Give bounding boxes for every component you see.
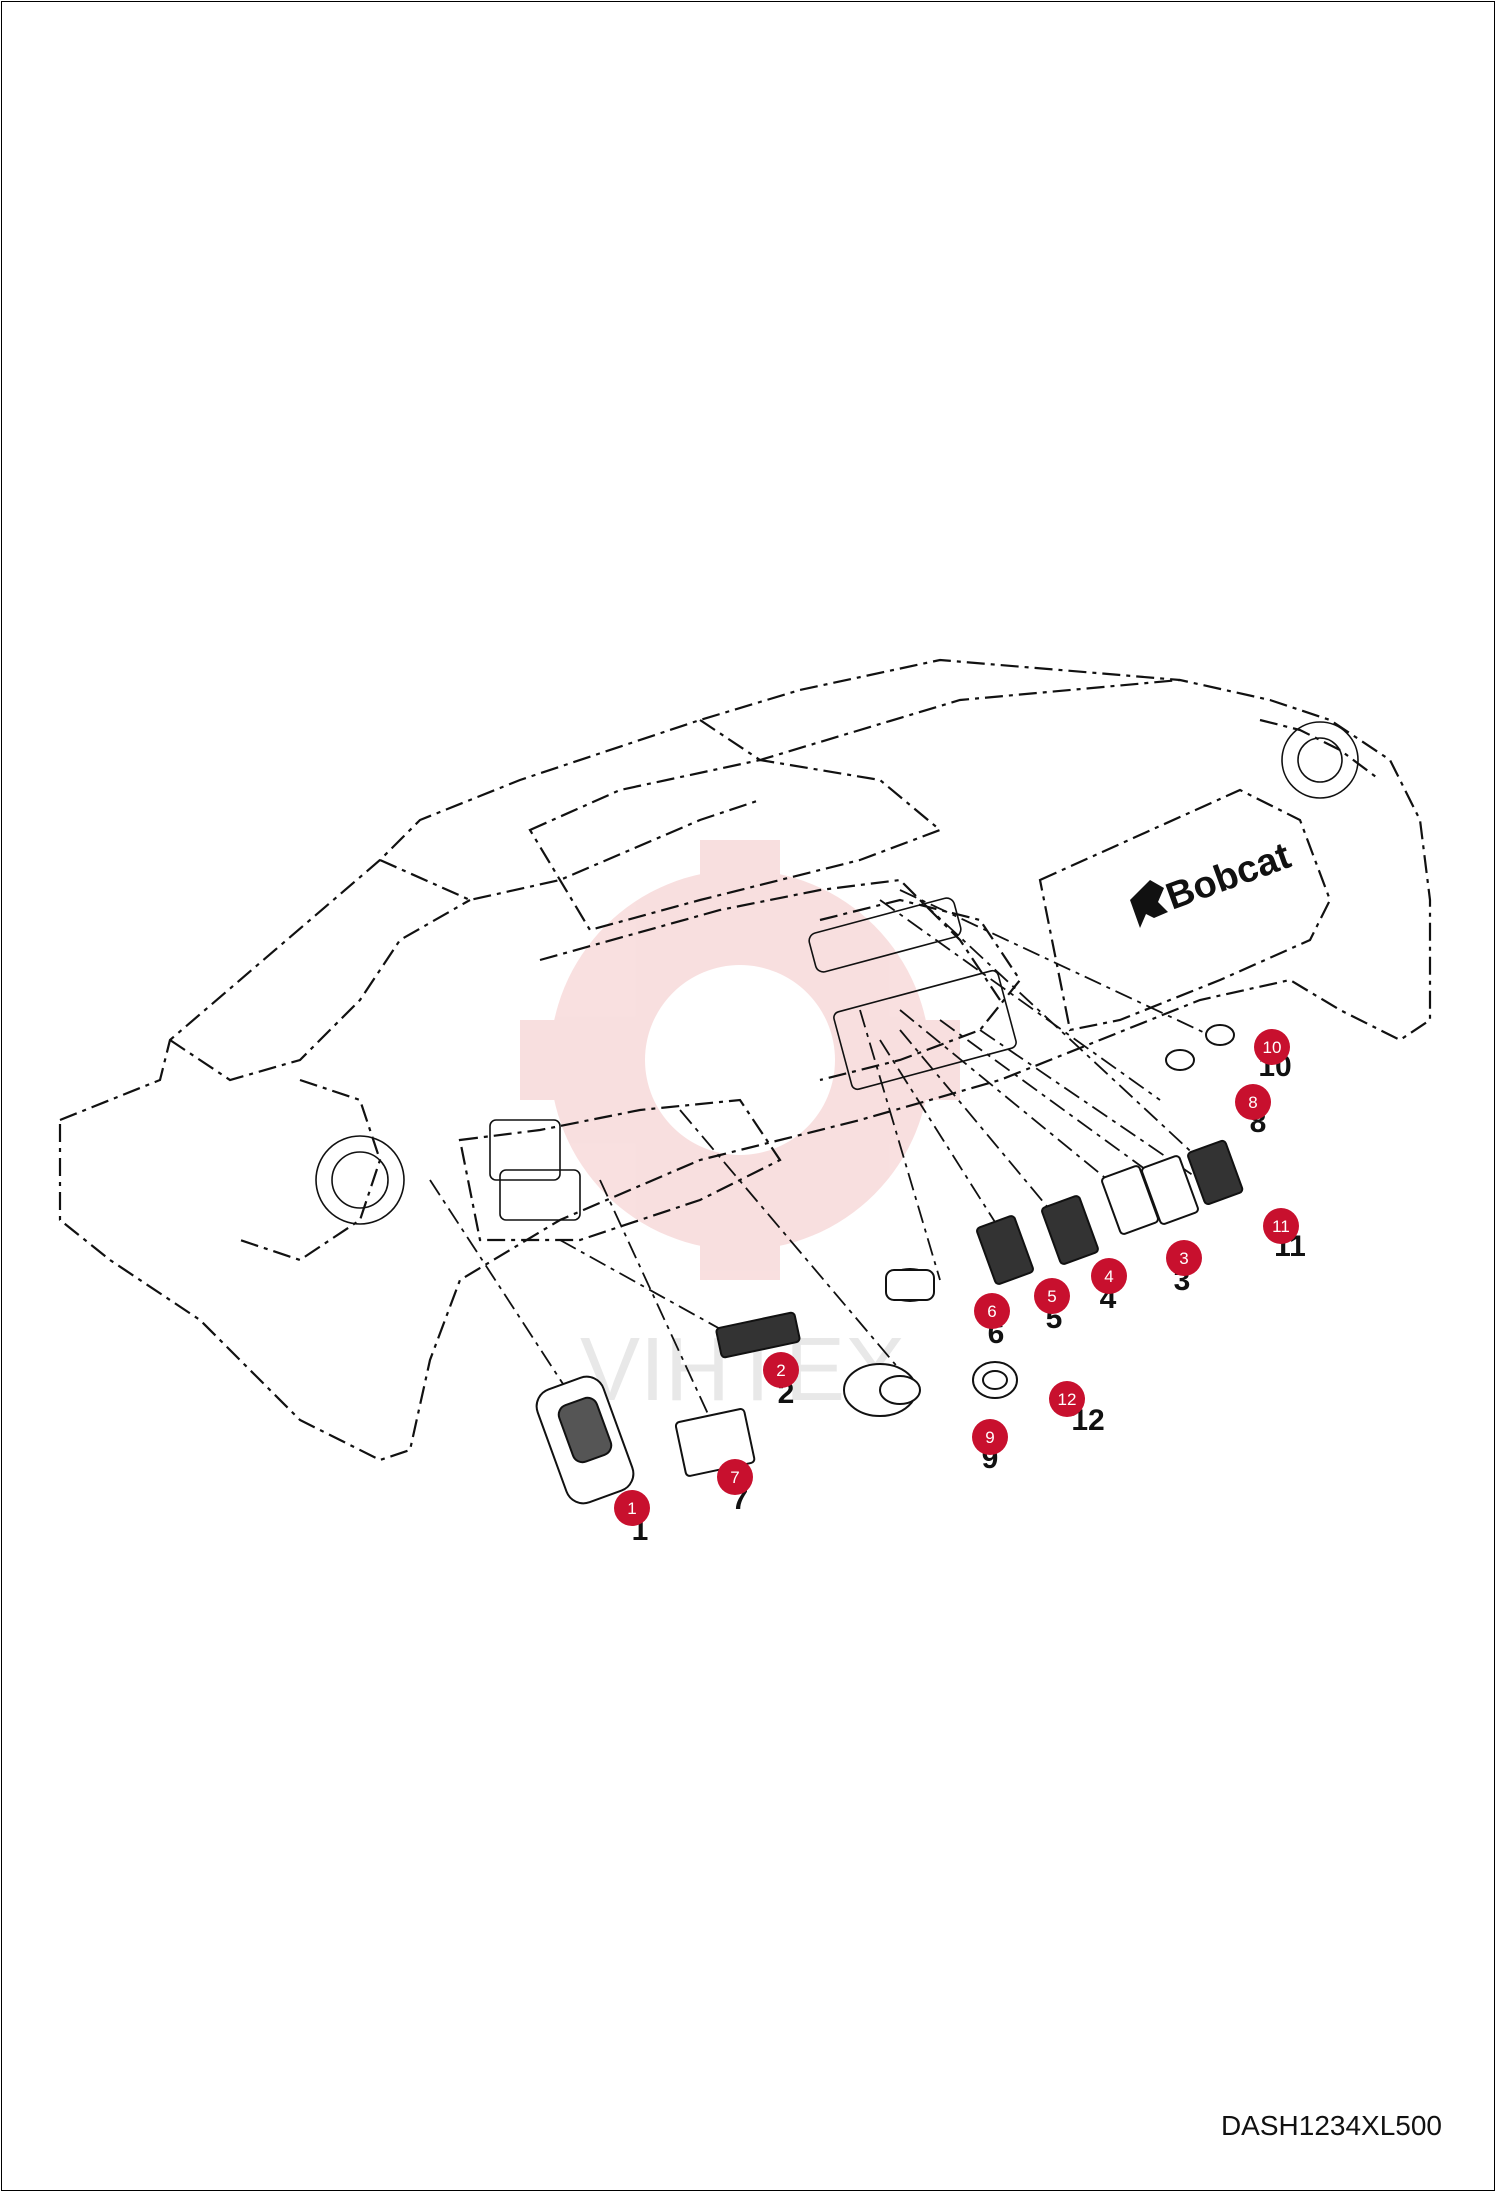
callout-3: 33 xyxy=(1166,1240,1202,1297)
callout-bubble xyxy=(1091,1258,1127,1294)
callout-bubble xyxy=(717,1459,753,1495)
callout-bubble-label: 9 xyxy=(985,1428,994,1447)
callout-bubble-label: 10 xyxy=(1263,1038,1282,1057)
dashboard-housing xyxy=(58,658,1432,1462)
callout-bubble-label: 12 xyxy=(1058,1390,1077,1409)
callout-bubble-label: 3 xyxy=(1179,1249,1188,1268)
gear-watermark-icon xyxy=(520,840,960,1280)
part-9-ignition xyxy=(843,1363,921,1417)
callout-6: 66 xyxy=(974,1293,1010,1350)
callout-bubble xyxy=(614,1490,650,1526)
part-10-cap xyxy=(1205,1024,1235,1046)
leader-lines xyxy=(429,889,1221,1441)
callout-bubble-label: 5 xyxy=(1047,1287,1056,1306)
callout-8: 88 xyxy=(1235,1084,1271,1139)
part-8-plug xyxy=(1165,1049,1195,1071)
callout-5: 55 xyxy=(1034,1278,1070,1335)
part-6-knob xyxy=(885,1268,935,1302)
callout-bubble xyxy=(1166,1240,1202,1276)
callout-7: 77 xyxy=(717,1459,753,1516)
callout-9: 99 xyxy=(972,1419,1008,1475)
callout-bubble-label: 1 xyxy=(627,1499,636,1518)
part-5-switch xyxy=(976,1215,1034,1285)
callout-bubble-label: 11 xyxy=(1272,1217,1290,1236)
callout-bubble xyxy=(1049,1381,1085,1417)
part-11-switch xyxy=(1187,1139,1244,1206)
part-12-ring xyxy=(972,1361,1018,1399)
part-4-switch xyxy=(1041,1195,1099,1265)
callout-bubble xyxy=(974,1293,1010,1329)
callout-bubble xyxy=(763,1352,799,1388)
dashboard-solid-edges xyxy=(315,721,1359,1225)
callout-1: 11 xyxy=(614,1490,650,1547)
callout-bubble xyxy=(1263,1208,1299,1244)
callout-bubble xyxy=(1034,1278,1070,1314)
callout-bubble-label: 6 xyxy=(987,1302,996,1321)
callout-2: 22 xyxy=(763,1352,799,1410)
drawing-code: DASH1234XL500 xyxy=(1220,2110,1442,2141)
callout-bubble xyxy=(1235,1084,1271,1120)
part-2-switch-block xyxy=(715,1311,801,1359)
callout-bubble xyxy=(1254,1029,1290,1065)
brand-label: Bobcat xyxy=(1161,835,1297,919)
part-1-handle xyxy=(535,1375,635,1505)
bobcat-logo-icon xyxy=(1130,880,1168,928)
callout-bubble xyxy=(972,1419,1008,1455)
callout-bubble-label: 7 xyxy=(730,1468,739,1487)
part-3-rocker-switches xyxy=(1101,1155,1199,1235)
callout-bubble-label: 2 xyxy=(776,1361,785,1380)
callout-4: 44 xyxy=(1091,1258,1127,1315)
callout-bubble-label: 4 xyxy=(1104,1267,1113,1286)
callout-bubble-label: 8 xyxy=(1248,1093,1257,1112)
